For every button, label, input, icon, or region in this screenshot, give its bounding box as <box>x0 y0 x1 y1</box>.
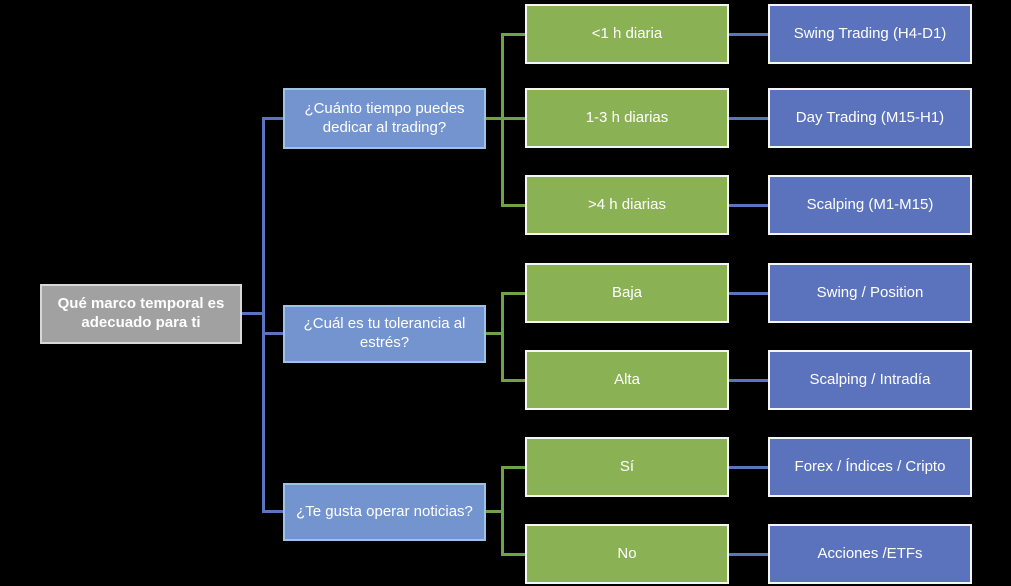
result-node-swing-trading: Swing Trading (H4-D1) <box>768 4 972 64</box>
connector-answer1-result <box>729 33 768 36</box>
answer-node-gt4h: >4 h diarias <box>525 175 729 235</box>
connector-q1-answer2-stub <box>503 117 525 120</box>
result-node-forex-indices-cripto: Forex / Índices / Cripto <box>768 437 972 497</box>
result-node-day-trading: Day Trading (M15-H1) <box>768 88 972 148</box>
connector-question1-stub <box>264 117 283 120</box>
connector-q3-out <box>486 510 503 513</box>
connector-q3-answer1-stub <box>503 466 525 469</box>
connector-question3-stub <box>264 510 283 513</box>
connector-q1-out <box>486 117 503 120</box>
connector-q2-vertical <box>501 292 504 382</box>
connector-q2-answer2-stub <box>503 379 525 382</box>
answer-node-alta: Alta <box>525 350 729 410</box>
answer-node-1-3h: 1-3 h diarias <box>525 88 729 148</box>
result-node-scalping: Scalping (M1-M15) <box>768 175 972 235</box>
result-node-swing-position: Swing / Position <box>768 263 972 323</box>
answer-node-lt1h: <1 h diaria <box>525 4 729 64</box>
answer-node-baja: Baja <box>525 263 729 323</box>
connector-q3-answer2-stub <box>503 553 525 556</box>
result-node-scalping-intradia: Scalping / Intradía <box>768 350 972 410</box>
connector-question2-stub <box>264 332 283 335</box>
connector-answer3-result <box>729 204 768 207</box>
connector-root-vertical <box>262 117 265 513</box>
result-node-acciones-etfs: Acciones /ETFs <box>768 524 972 584</box>
connector-answer5-result <box>729 379 768 382</box>
connector-q1-vertical <box>501 33 504 207</box>
connector-q2-answer1-stub <box>503 292 525 295</box>
answer-node-si: Sí <box>525 437 729 497</box>
connector-q1-answer1-stub <box>503 33 525 36</box>
connector-root-stub <box>242 312 265 315</box>
connector-answer6-result <box>729 466 768 469</box>
connector-answer2-result <box>729 117 768 120</box>
question-node-news: ¿Te gusta operar noticias? <box>283 483 486 541</box>
connector-q1-answer3-stub <box>503 204 525 207</box>
answer-node-no: No <box>525 524 729 584</box>
connector-answer4-result <box>729 292 768 295</box>
root-node: Qué marco temporal es adecuado para ti <box>40 284 242 344</box>
question-node-stress: ¿Cuál es tu tolerancia al estrés? <box>283 305 486 363</box>
connector-q2-out <box>486 332 503 335</box>
connector-answer7-result <box>729 553 768 556</box>
connector-q3-vertical <box>501 466 504 556</box>
question-node-time: ¿Cuánto tiempo puedes dedicar al trading… <box>283 88 486 149</box>
